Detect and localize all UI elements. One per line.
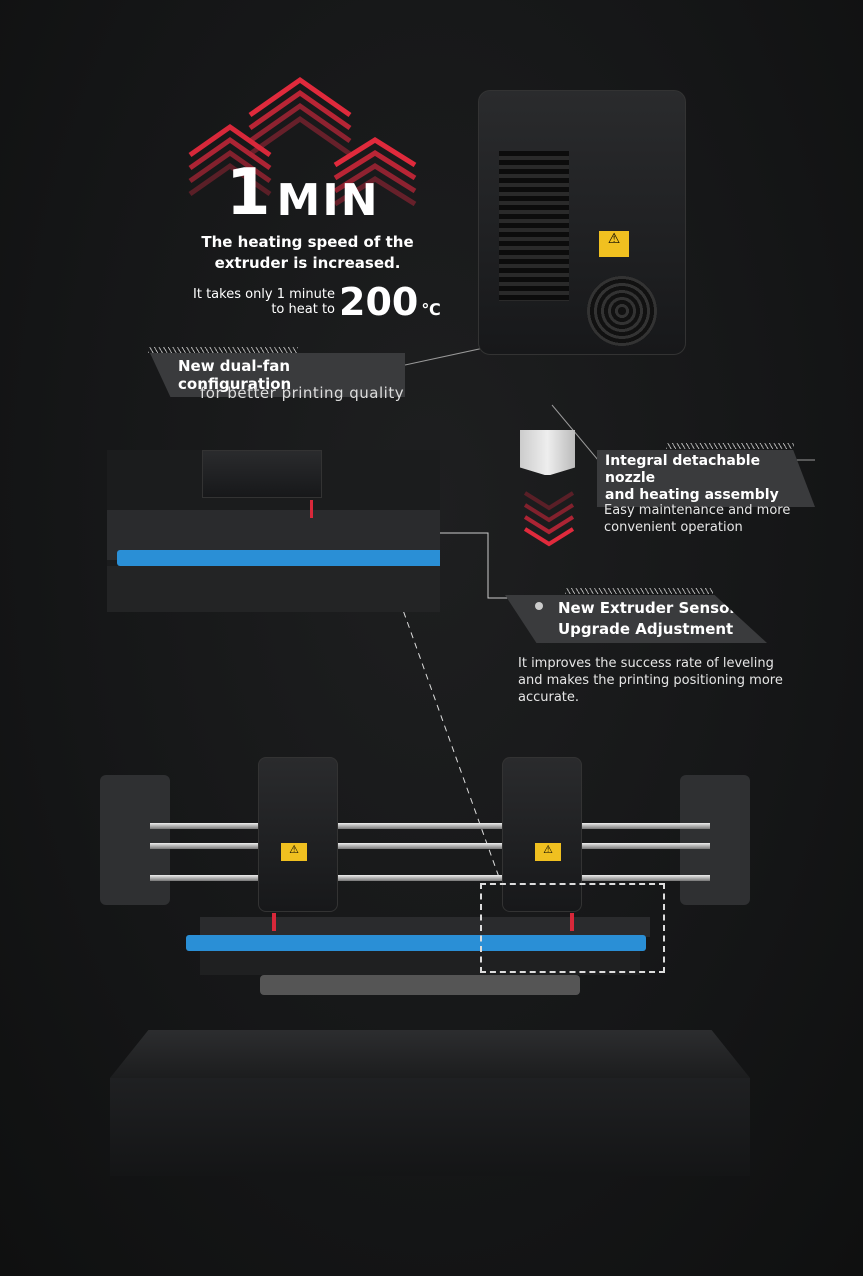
heating-sub-line2: to heat to: [271, 302, 335, 317]
nozzle-feature-label: Integral detachable nozzle and heating a…: [597, 450, 815, 507]
heating-sub-line1: It takes only 1 minute: [193, 287, 335, 302]
printer-image: ⚠ ⚠: [90, 735, 760, 1025]
sensor-title-line1: New Extruder Sensor: [558, 599, 737, 617]
warning-icon: ⚠: [281, 843, 307, 861]
fan-feature-label: New dual-fan configuration: [150, 353, 405, 397]
nozzle-desc-line1: Easy maintenance and more: [604, 503, 791, 518]
sensor-inset-image: [107, 450, 440, 612]
extruder-image: ⚠: [478, 90, 686, 355]
sensor-feature-label: New Extruder Sensor Upgrade Adjustment: [505, 595, 767, 643]
print-bed: [117, 550, 440, 566]
nozzle-image: [520, 430, 575, 475]
nozzle-desc-line2: convenient operation: [604, 520, 743, 535]
sensor-desc-line1: It improves the success rate of leveling: [518, 656, 774, 671]
pedestal-base: [110, 1078, 750, 1176]
fan-feature-subtitle: for better printing quality: [200, 384, 405, 402]
temperature: 200 ℃: [339, 282, 441, 322]
nozzle-title-line2: and heating assembly: [605, 487, 779, 503]
temperature-unit: ℃: [421, 300, 441, 319]
sensor-desc-line3: accurate.: [518, 690, 580, 705]
nozzle-title-line1: Integral detachable nozzle: [605, 453, 761, 486]
heating-headline-line1: The heating speed of the: [201, 233, 414, 251]
heat-time-unit: MIN: [276, 175, 380, 226]
hatch-decoration: [565, 588, 713, 594]
warning-icon: ⚠: [599, 231, 629, 257]
heat-chevrons-icon: [188, 76, 417, 207]
fan-icon: [587, 276, 657, 346]
heat-time-number: 1: [226, 156, 271, 230]
sensor-highlight-box: [480, 883, 665, 973]
sensor-title-line2: Upgrade Adjustment: [558, 620, 734, 638]
down-chevrons-icon: [523, 491, 575, 547]
hatch-decoration: [148, 347, 298, 353]
heat-time: 1 MIN: [226, 160, 380, 226]
temperature-value: 200: [339, 280, 419, 324]
hatch-decoration: [666, 443, 794, 449]
sensor-desc-line2: and makes the printing positioning more: [518, 673, 783, 688]
sensor-dot-icon: [535, 602, 543, 610]
heating-headline-line2: extruder is increased.: [214, 254, 401, 272]
pedestal-top: [110, 1030, 750, 1078]
warning-icon: ⚠: [535, 843, 561, 861]
